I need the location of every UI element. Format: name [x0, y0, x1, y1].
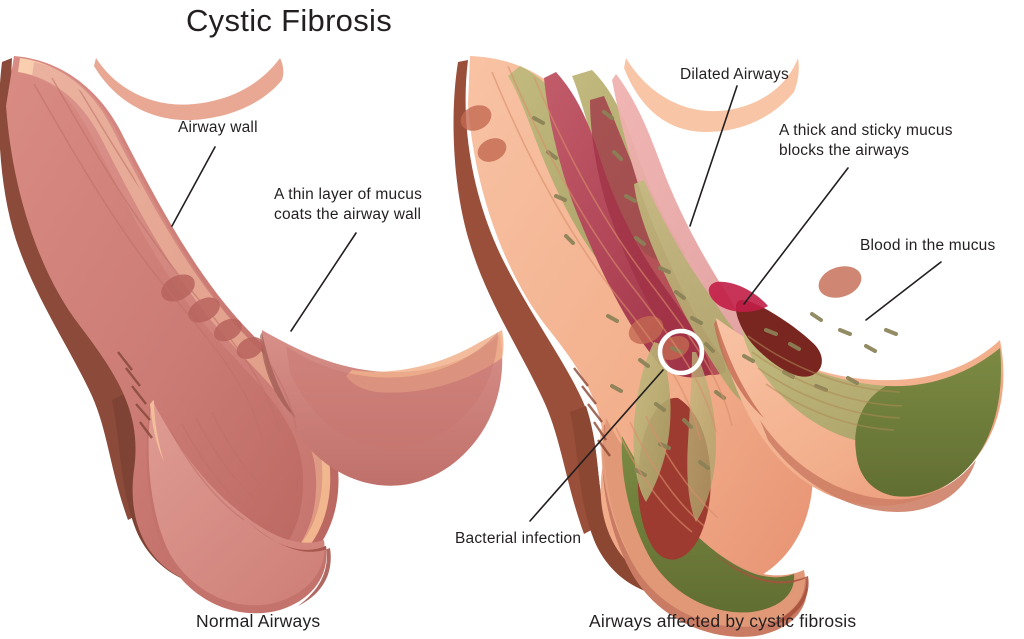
cf-blood-streak: [735, 300, 822, 377]
caption-normal-airways: Normal Airways: [196, 611, 321, 631]
label-bacterial-infection: Bacterial infection: [455, 530, 582, 547]
normal-airway-sac-body: [148, 400, 325, 606]
label-blood-in-mucus: Blood in the mucus: [860, 237, 996, 254]
normal-airway-wall: [6, 56, 339, 590]
label-airway-wall: Airway wall: [178, 119, 258, 136]
cf-mucus-flow-into-sac: [633, 342, 671, 502]
label-thin-mucus-line2: coats the airway wall: [274, 206, 422, 223]
normal-airway-top-rim: [94, 58, 284, 121]
cf-airway-right-branch-rim: [714, 320, 764, 418]
label-thin-mucus-line1: A thin layer of mucus: [274, 186, 423, 203]
leader-lines: [171, 85, 942, 522]
label-dilated-airways: Dilated Airways: [680, 66, 789, 83]
label-thick-mucus-line2: blocks the airways: [779, 142, 910, 159]
label-thick-mucus-line1: A thick and sticky mucus: [779, 122, 953, 139]
cf-airway-outer-shadow: [453, 60, 606, 534]
normal-airway-right-lobe-inner: [286, 332, 498, 449]
leader-thick-mucus: [743, 167, 849, 305]
bacterial-infection-highlight-ring: [657, 328, 705, 376]
leader-thin-mucus: [290, 232, 357, 332]
cf-airway-top-rim: [624, 58, 799, 132]
leader-bacterial-infection: [529, 369, 664, 522]
cystic-fibrosis-airway-figure: [453, 56, 1004, 637]
page-title: Cystic Fibrosis: [186, 3, 393, 38]
normal-airway-right-lobe-rim: [346, 330, 504, 393]
normal-airway-cut-striations: [117, 351, 153, 439]
leader-dilated-airways: [689, 85, 738, 227]
leader-airway-wall: [171, 146, 216, 227]
cf-alveolar-sac-rim-dark: [712, 552, 809, 628]
cf-airway-outer-shadow-bottom: [570, 406, 700, 598]
normal-airway-right-lobe-shadow: [260, 332, 296, 418]
normal-airway-figure: [0, 56, 504, 614]
cf-airway-fibers: [491, 61, 733, 533]
normal-airway-cartilage-ridges: [161, 274, 264, 360]
cf-blood-pool: [708, 281, 768, 312]
caption-cystic-fibrosis-airways: Airways affected by cystic fibrosis: [589, 611, 857, 631]
cf-airway-right-branch-olive-pool: [855, 348, 1001, 497]
leader-blood-in-mucus: [865, 261, 942, 321]
normal-airway-sac-rim: [150, 400, 164, 462]
cf-alveolar-sac-olive: [621, 436, 795, 613]
cf-mucus-flow-into-sac-2: [687, 352, 716, 522]
cf-branch-fibers: [747, 335, 903, 431]
cf-bacteria-rods: [532, 110, 898, 477]
